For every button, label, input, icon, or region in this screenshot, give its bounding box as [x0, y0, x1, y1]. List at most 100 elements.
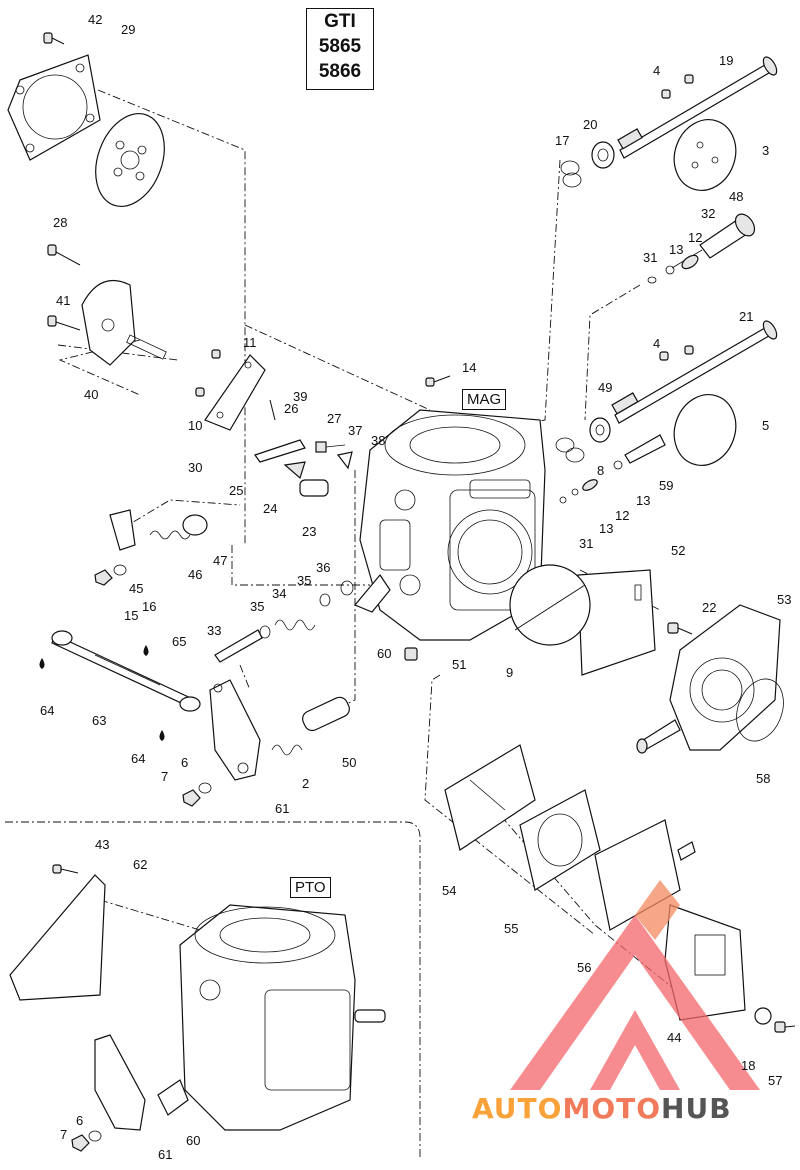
- callout-32: 32: [701, 206, 715, 221]
- callout-59: 59: [659, 478, 673, 493]
- diaphragm-28: [95, 112, 165, 208]
- callout-12: 12: [615, 508, 629, 523]
- callout-52: 52: [671, 543, 685, 558]
- callout-31: 31: [643, 250, 657, 265]
- callout-64: 64: [40, 703, 54, 718]
- callout-60: 60: [377, 646, 391, 661]
- callout-43: 43: [95, 837, 109, 852]
- callout-8: 8: [597, 463, 604, 478]
- orings-8: [555, 437, 585, 463]
- callout-13: 13: [599, 521, 613, 536]
- cam-60: [354, 573, 391, 613]
- lever-61: [209, 679, 261, 781]
- callout-4: 4: [653, 336, 660, 351]
- callout-22: 22: [702, 600, 716, 615]
- watermark-logo: [510, 880, 760, 1090]
- oring-58: [736, 678, 784, 742]
- callout-50: 50: [342, 755, 356, 770]
- screw-22: [667, 622, 693, 635]
- callout-19: 19: [719, 53, 733, 68]
- diaphragm-9: [509, 564, 591, 646]
- bushing-20: [591, 141, 615, 169]
- idle-screw-33: [214, 629, 263, 663]
- callout-45: 45: [129, 581, 143, 596]
- callout-14: 14: [462, 360, 476, 375]
- callout-42: 42: [88, 12, 102, 27]
- spring-46: [109, 509, 208, 551]
- screws-4b: [659, 345, 694, 361]
- callout-54: 54: [442, 883, 456, 898]
- gasket-52: [577, 569, 656, 676]
- callout-55: 55: [504, 921, 518, 936]
- callout-3: 3: [762, 143, 769, 158]
- callout-6: 6: [76, 1113, 83, 1128]
- throttle-shaft-21: [611, 320, 778, 424]
- callout-46: 46: [188, 567, 202, 582]
- diaphragm-55: [519, 789, 601, 891]
- screw-42: [43, 32, 65, 45]
- orings-17: [560, 160, 582, 188]
- mag-tag: MAG: [462, 389, 507, 410]
- callout-27: 27: [327, 411, 341, 426]
- washer-18-screw-57: [754, 1007, 796, 1033]
- screw-14: [425, 375, 451, 387]
- callout-15: 15: [124, 608, 138, 623]
- callout-53: 53: [777, 592, 791, 607]
- bracket-62: [9, 874, 106, 1001]
- callout-35: 35: [297, 573, 311, 588]
- callout-34: 34: [272, 586, 286, 601]
- bracket-30: [204, 354, 266, 431]
- callout-6: 6: [181, 755, 188, 770]
- callout-12: 12: [688, 230, 702, 245]
- callout-17: 17: [555, 133, 569, 148]
- callout-38: 38: [371, 433, 385, 448]
- gasket-54: [444, 744, 536, 851]
- callout-2: 2: [302, 776, 309, 791]
- plate-3: [673, 119, 737, 191]
- callout-10: 10: [188, 418, 202, 433]
- callout-62: 62: [133, 857, 147, 872]
- callout-7: 7: [161, 769, 168, 784]
- pump-cover-53: [636, 604, 781, 754]
- callout-16: 16: [142, 599, 156, 614]
- callout-35: 35: [250, 599, 264, 614]
- callout-65: 65: [172, 634, 186, 649]
- callout-49: 49: [598, 380, 612, 395]
- callout-56: 56: [577, 960, 591, 975]
- callout-28: 28: [53, 215, 67, 230]
- callout-21: 21: [739, 309, 753, 324]
- model-line-1: GTI: [324, 11, 356, 32]
- link-rod-63: [51, 630, 201, 712]
- cam-60-pto: [157, 1079, 189, 1116]
- callout-23: 23: [302, 524, 316, 539]
- callout-labels: 4229284140111030143926273738252423474645…: [40, 12, 791, 1162]
- callout-47: 47: [213, 553, 227, 568]
- callout-40: 40: [84, 387, 98, 402]
- callout-61: 61: [275, 801, 289, 816]
- nuts-6-7-pto: [71, 1130, 102, 1152]
- washers-15-16: [94, 564, 127, 586]
- callout-7: 7: [60, 1127, 67, 1142]
- callout-33: 33: [207, 623, 221, 638]
- needle-assembly-32: [647, 213, 756, 284]
- screws-41: [47, 244, 81, 331]
- callout-37: 37: [348, 423, 362, 438]
- callout-24: 24: [263, 501, 277, 516]
- pump-body-56: [594, 819, 696, 931]
- callout-4: 4: [653, 63, 660, 78]
- callout-29: 29: [121, 22, 135, 37]
- callout-41: 41: [56, 293, 70, 308]
- parts-37-38: [315, 441, 353, 470]
- model-line-2: 5865: [318, 36, 362, 57]
- bushing-49: [589, 417, 611, 443]
- model-applicability-box: GTI 5865 5866: [306, 8, 374, 90]
- small-parts-24-27: [254, 399, 329, 497]
- callout-18: 18: [741, 1058, 755, 1073]
- nut-51: [404, 647, 418, 661]
- callout-31: 31: [579, 536, 593, 551]
- screws-10-11: [195, 349, 221, 397]
- throttle-shaft-19: [617, 56, 778, 159]
- callout-58: 58: [756, 771, 770, 786]
- carburetor-body-pto: [179, 904, 386, 1131]
